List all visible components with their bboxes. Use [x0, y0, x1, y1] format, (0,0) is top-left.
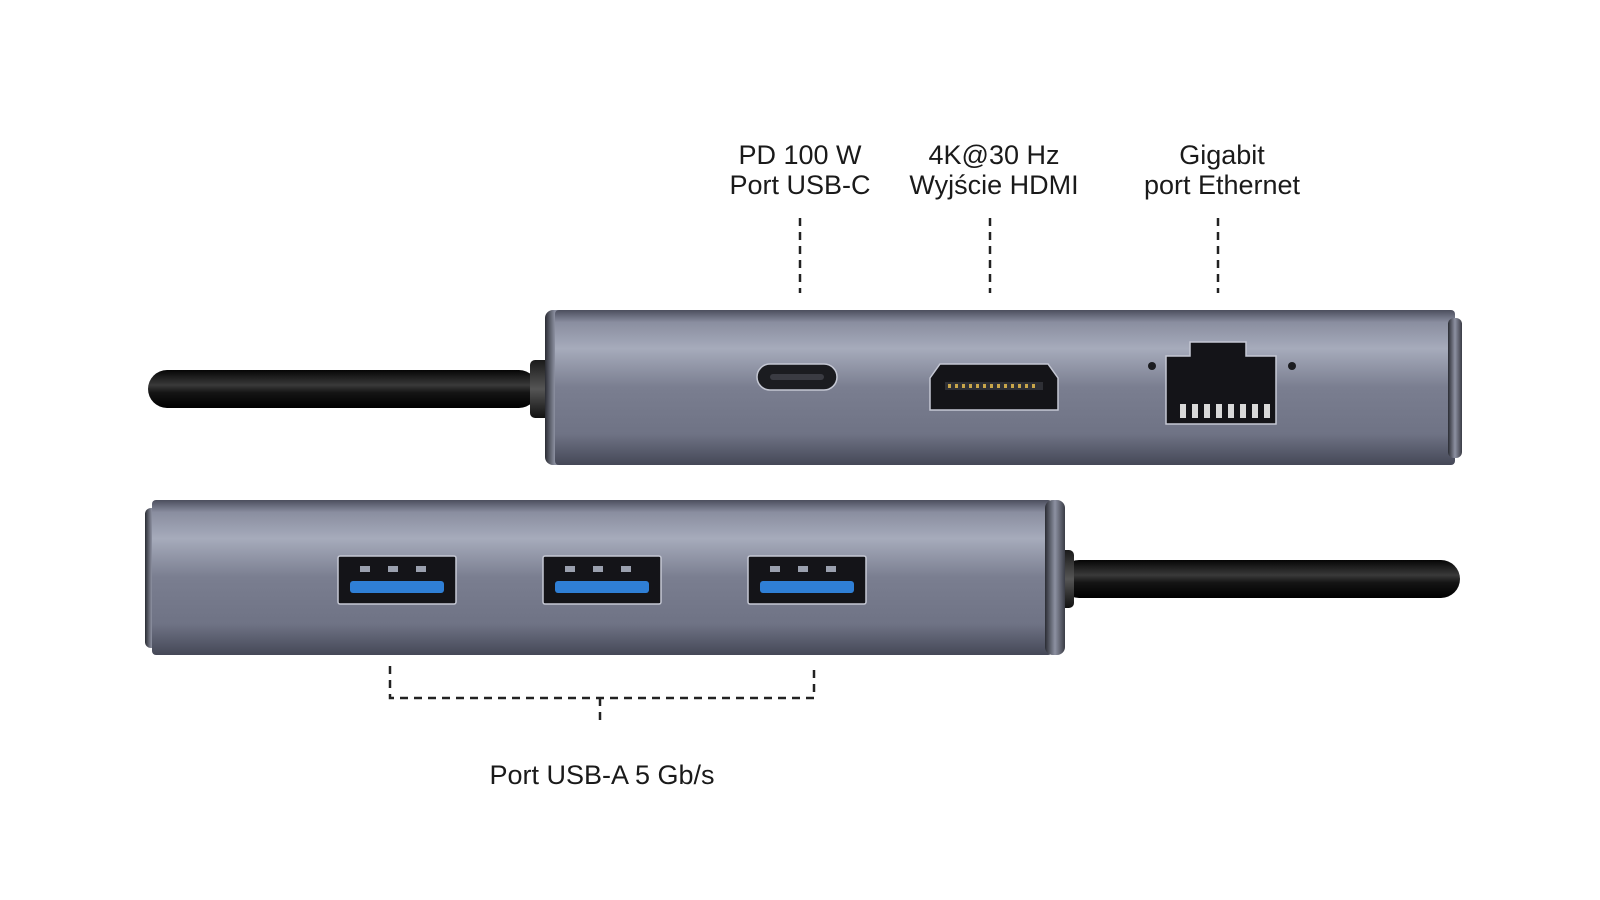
bottom-cable [1060, 560, 1460, 598]
top-leader-lines [798, 218, 1220, 293]
usb-c-label-line1: PD 100 W [738, 140, 862, 170]
usb-a-port-icon [747, 555, 867, 605]
ethernet-label-line1: Gigabit [1179, 140, 1265, 170]
bottom-hub [145, 500, 1460, 655]
usb-c-port-icon [756, 363, 838, 391]
ethernet-port-icon [1148, 341, 1296, 425]
usb-a-port-icon [542, 555, 662, 605]
hdmi-label-line2: Wyjście HDMI [909, 170, 1079, 200]
ethernet-label: Gigabit port Ethernet [1144, 140, 1300, 200]
usb-a-label: Port USB-A 5 Gb/s [489, 760, 714, 790]
top-cable [148, 370, 538, 408]
hdmi-label-line1: 4K@30 Hz [928, 140, 1060, 170]
usb-a-bracket [388, 666, 816, 726]
usb-c-label-line2: Port USB-C [729, 170, 871, 200]
ethernet-label-line2: port Ethernet [1143, 170, 1301, 200]
usb-a-label-line1: Port USB-A 5 Gb/s [489, 760, 715, 790]
usb-c-label: PD 100 W Port USB-C [729, 140, 870, 200]
hdmi-label: 4K@30 Hz Wyjście HDMI [909, 140, 1078, 200]
usb-a-port-icon [337, 555, 457, 605]
hdmi-port-icon [929, 363, 1059, 411]
top-hub [148, 310, 1462, 465]
